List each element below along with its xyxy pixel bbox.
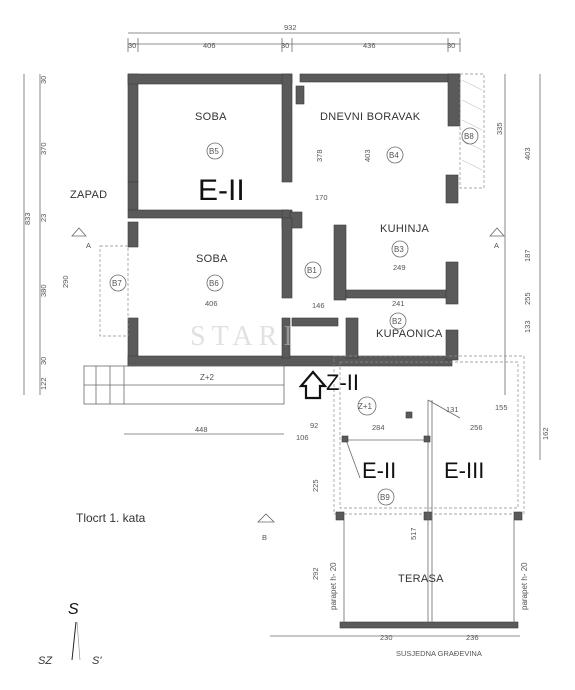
plan-caption: Tlocrt 1. kata: [76, 511, 146, 525]
code-b2: B2: [392, 317, 402, 326]
dim-top-1: 30: [128, 41, 136, 50]
svg-text:448: 448: [195, 425, 208, 434]
section-b-left: B: [262, 533, 267, 542]
dim-right-4: 255: [523, 292, 532, 305]
zone-e2-main: E-II: [198, 174, 245, 207]
dim-right-3: 187: [523, 249, 532, 262]
zone-e3: E-III: [444, 458, 484, 483]
top-dimension-chain: 30 406 30 436 30 932: [127, 23, 461, 52]
section-marks: A A B: [71, 227, 505, 542]
label-zapad: ZAPAD: [70, 189, 107, 201]
svg-text:92: 92: [310, 421, 318, 430]
parapet-right: parapet h- 20: [520, 562, 529, 610]
dim-left-2: 370: [39, 142, 48, 155]
balcony-b7: [99, 245, 129, 337]
dim-right-2: 403: [523, 147, 532, 160]
dim-right-1: 335: [495, 122, 504, 135]
code-b3: B3: [394, 245, 404, 254]
code-b9: B9: [380, 493, 390, 502]
dim-right-5: 133: [523, 320, 532, 333]
svg-text:155: 155: [495, 403, 508, 412]
room-kupaonica: KUPAONICA: [376, 328, 443, 340]
section-a-right: A: [494, 241, 499, 250]
svg-text:241: 241: [392, 299, 405, 308]
svg-text:378: 378: [315, 149, 324, 162]
svg-text:225: 225: [311, 479, 320, 492]
stairs: [83, 365, 285, 405]
sj-label: S': [92, 655, 102, 667]
balcony-b8: [459, 73, 485, 189]
room-soba-top: SOBA: [195, 111, 227, 123]
code-b1: B1: [307, 266, 317, 275]
right-dimension-chain: 335 403 187 255 133 162: [495, 74, 550, 460]
svg-text:284: 284: [372, 423, 385, 432]
sz-label: SZ: [38, 655, 53, 667]
svg-text:236: 236: [466, 633, 479, 642]
dim-left-5: 30: [39, 357, 48, 365]
room-soba-bottom: SOBA: [196, 253, 228, 265]
dim-right-6: 162: [541, 427, 550, 440]
dim-left-1: 30: [39, 76, 48, 84]
svg-text:146: 146: [312, 301, 325, 310]
svg-text:131: 131: [446, 405, 459, 414]
section-a-left: A: [86, 241, 91, 250]
label-susjedna-gradevina: SUSJEDNA GRAĐEVINA: [396, 649, 482, 658]
room-kuhinja: KUHINJA: [380, 223, 430, 235]
inner-dimensions: 378 403 170 249 406 146 241 284 256 448 …: [124, 149, 508, 642]
svg-text:106: 106: [296, 433, 309, 442]
svg-text:403: 403: [363, 149, 372, 162]
svg-text:170: 170: [315, 193, 328, 202]
svg-text:406: 406: [205, 299, 218, 308]
code-b8: B8: [464, 132, 474, 141]
svg-text:230: 230: [380, 633, 393, 642]
north-label: S: [68, 601, 79, 618]
code-b4: B4: [389, 151, 399, 160]
zone-e2-small: E-II: [362, 458, 396, 483]
room-terasa: TERASA: [398, 573, 444, 585]
dim-top-2: 406: [203, 41, 216, 50]
svg-text:517: 517: [409, 527, 418, 540]
dim-left-4: 380: [39, 284, 48, 297]
code-b7: B7: [112, 279, 122, 288]
dim-left-total: 833: [23, 212, 32, 225]
dim-left-6: 122: [39, 377, 48, 390]
code-b5: B5: [209, 147, 219, 156]
dim-top-5: 30: [447, 41, 455, 50]
code-b6: B6: [209, 279, 219, 288]
room-codes: B5 B4 B8 B3 B1 B6 B7 B2 B9 Z+1 Z+2: [109, 127, 479, 506]
svg-text:292: 292: [311, 567, 320, 580]
dim-top-3: 30: [281, 41, 289, 50]
left-dimension-chain: 30 370 23 380 30 122 833 290: [23, 74, 70, 395]
dim-top-4: 436: [363, 41, 376, 50]
lower-extension: [333, 355, 525, 629]
svg-text:256: 256: [470, 423, 483, 432]
parapet-left: parapet h- 20: [329, 562, 338, 610]
dim-top-total: 932: [284, 23, 297, 32]
dim-left-3: 23: [39, 214, 48, 222]
code-z1: Z+1: [358, 402, 373, 411]
arrow-up-icon: [298, 370, 328, 400]
watermark: STARI: [190, 321, 299, 352]
svg-text:249: 249: [393, 263, 406, 272]
dim-left-inner: 290: [61, 275, 70, 288]
code-z2: Z+2: [200, 373, 215, 382]
north-arrow-icon: [71, 621, 81, 661]
room-dnevni-boravak: DNEVNI BORAVAK: [320, 111, 421, 123]
zone-z2: Z-II: [326, 370, 359, 395]
